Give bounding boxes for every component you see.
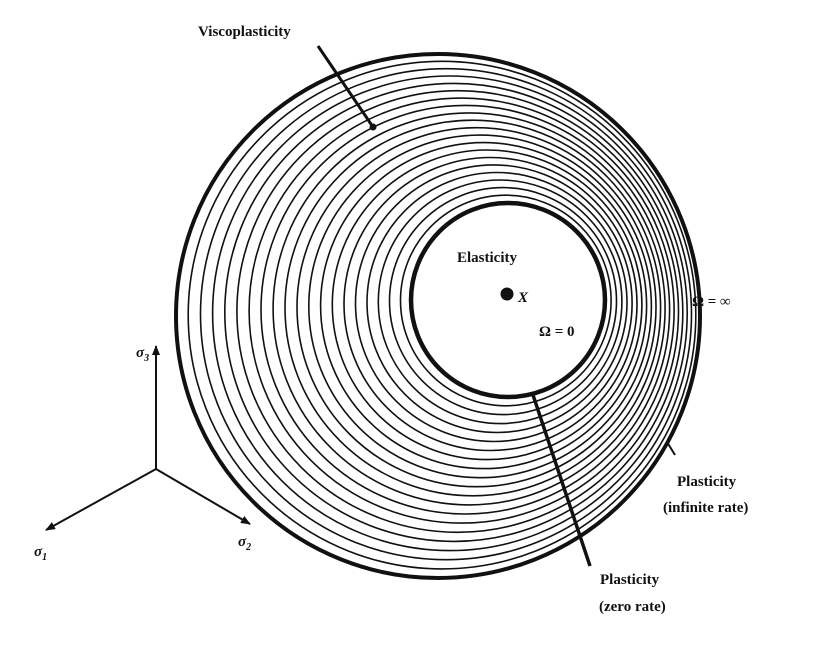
viscoplastic-surface-ring	[199, 67, 693, 561]
viscoplastic-surface-ring	[388, 186, 618, 416]
viscoplastic-surface-ring	[377, 179, 623, 425]
viscoplastic-surface-ring	[223, 82, 684, 543]
viscoplastic-surface-ring	[331, 149, 643, 461]
viscoplastic-surface-ring	[296, 126, 657, 488]
viscoplastic-surface-ring	[187, 60, 697, 570]
viscoplastic-surface-ring	[366, 171, 628, 434]
viscoplastic-surface-ring	[354, 164, 633, 443]
point-x-label: X	[517, 290, 529, 306]
omega-infinity-label: Ω = ∞	[692, 294, 731, 310]
sigma1-label: σ1	[34, 544, 47, 563]
stress-axes: σ3 σ1 σ2	[34, 345, 251, 563]
viscoplastic-surface-ring	[399, 194, 612, 407]
plasticity-zero-leader	[531, 394, 592, 567]
viscoplasticity-leader-dot	[369, 123, 377, 131]
plasticity-infinite-leader	[666, 441, 676, 456]
viscoplastic-surface-ring	[236, 89, 680, 534]
viscoplasticity-label: Viscoplasticity	[198, 24, 291, 40]
sigma2-axis	[155, 468, 251, 525]
viscoplastic-surface-ring	[272, 112, 666, 506]
viscoplastic-surfaces	[187, 60, 697, 570]
plasticity-infinite-label: Plasticity	[677, 474, 737, 490]
plasticity-zero-note: (zero rate)	[599, 599, 666, 615]
plasticity-infinite-note: (infinite rate)	[663, 500, 748, 516]
sigma2-label: σ2	[238, 534, 251, 553]
viscoplastic-surface-ring	[307, 134, 653, 479]
viscoplastic-surface-ring	[211, 75, 688, 552]
outer-yield-surface	[174, 52, 702, 580]
plasticity-zero-label: Plasticity	[600, 572, 660, 588]
sigma3-label: σ3	[136, 345, 149, 364]
viscoplastic-surface-ring	[319, 141, 648, 470]
omega-zero-label: Ω = 0	[539, 324, 575, 340]
viscoplasticity-leader	[316, 45, 375, 128]
viscoplastic-surface-ring	[343, 156, 638, 452]
viscoplastic-surface-ring	[248, 97, 675, 524]
viscoplastic-surface-ring	[260, 104, 671, 515]
point-x-dot	[500, 287, 514, 301]
elasticity-label: Elasticity	[457, 250, 517, 266]
sigma1-axis	[45, 468, 157, 531]
viscoplastic-surface-ring	[284, 119, 662, 497]
